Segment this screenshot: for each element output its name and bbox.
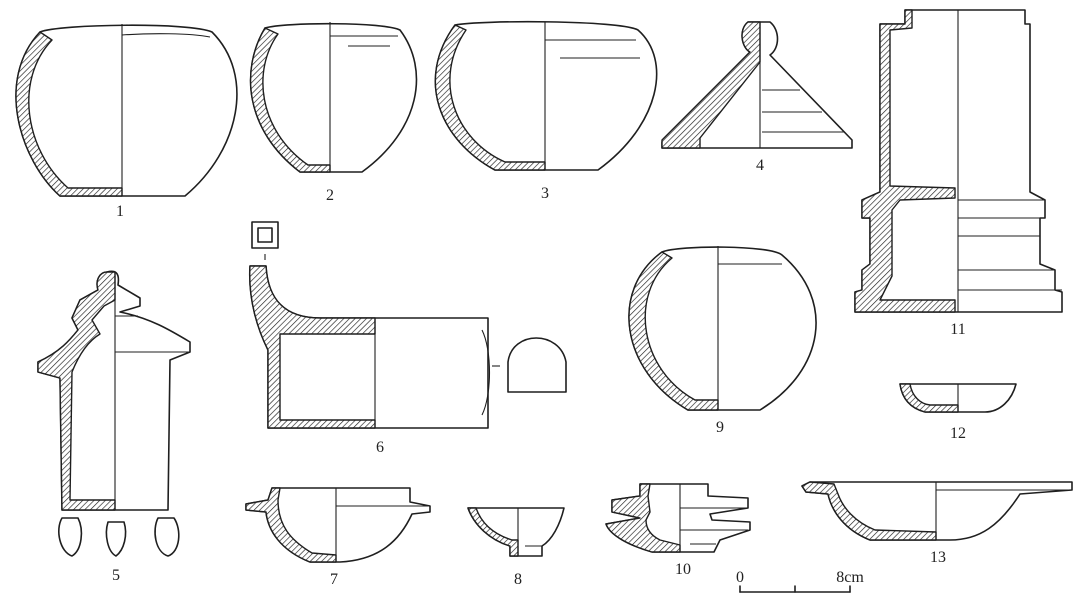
vessel-2-jar: 2 <box>249 22 418 204</box>
label-12: 12 <box>950 425 966 442</box>
vessel-10-stepped-bowl: 10 <box>605 483 751 578</box>
vessel-1-jar: 1 <box>15 24 238 220</box>
label-11: 11 <box>950 321 965 338</box>
vessel-7-bowl: 7 <box>245 487 431 588</box>
label-8: 8 <box>514 571 522 588</box>
label-9: 9 <box>716 419 724 436</box>
scale-end-label: 8cm <box>836 569 864 586</box>
vessel-4-lid: 4 <box>661 21 853 174</box>
scale-bar: 0 8cm <box>736 569 864 593</box>
vessel-12-dish: 12 <box>899 383 1017 442</box>
vessel-6-stove-model: 6 <box>248 221 567 456</box>
label-3: 3 <box>541 185 549 202</box>
vessel-13-basin: 13 <box>801 481 1073 566</box>
vessel-11-tall-vessel: 11 <box>854 9 1063 338</box>
label-6: 6 <box>376 439 384 456</box>
vessel-3-jar: 3 <box>434 20 658 202</box>
label-7: 7 <box>330 571 338 588</box>
label-2: 2 <box>326 187 334 204</box>
label-4: 4 <box>756 157 764 174</box>
label-5: 5 <box>112 567 120 584</box>
vessel-8-cup: 8 <box>467 507 565 588</box>
label-1: 1 <box>116 203 124 220</box>
vessel-9-jar: 9 <box>628 246 817 436</box>
scale-start-label: 0 <box>736 569 744 586</box>
label-13: 13 <box>930 549 946 566</box>
vessel-5-tripod-jar: 5 <box>37 270 191 584</box>
label-10: 10 <box>675 561 691 578</box>
